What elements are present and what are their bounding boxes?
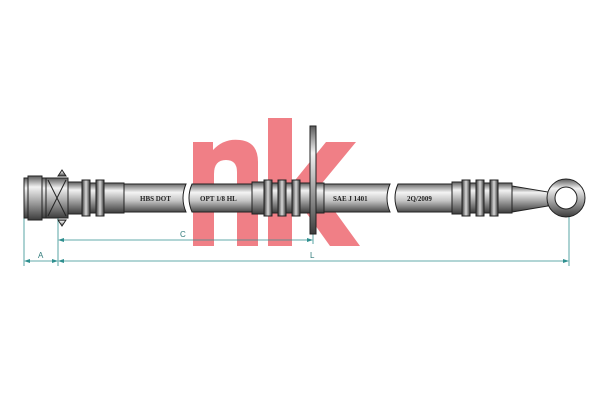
- banjo-eye: [546, 178, 586, 218]
- hose-print-labels: HBS DOT OPT 1/8 HL SAE J 1401 2Q/2009: [140, 195, 432, 203]
- hose-segment-4: [394, 183, 453, 213]
- dimension-l-label: L: [310, 251, 315, 260]
- nk-logo-n: [193, 139, 258, 246]
- dimension-l-arrow-right: [563, 259, 569, 263]
- hose-label-2: OPT 1/8 HL: [200, 195, 237, 203]
- middle-bracket-fitting: [251, 125, 325, 235]
- hose-segment-2: [188, 183, 253, 213]
- dimension-a-label: A: [38, 251, 44, 260]
- brake-hose: [23, 125, 586, 235]
- hose-segment-3: [323, 183, 391, 213]
- dimension-a-arrow-left: [24, 259, 30, 263]
- dimension-l-arrow-left: [58, 259, 64, 263]
- dimension-a-arrow-right: [52, 259, 58, 263]
- right-end-fitting: [451, 179, 549, 217]
- hose-label-4: 2Q/2009: [407, 195, 432, 203]
- dimension-c-arrow-right: [307, 238, 313, 242]
- dimension-lines: C A L: [23, 210, 570, 266]
- hose-label-3: SAE J 1401: [333, 195, 368, 203]
- left-end-fitting: [23, 169, 125, 227]
- hose-label-1: HBS DOT: [140, 195, 171, 203]
- dimension-c-arrow-left: [58, 238, 64, 242]
- dimension-c-label: C: [180, 230, 186, 239]
- hose-segment-1: [123, 183, 187, 213]
- nk-logo: [193, 118, 360, 246]
